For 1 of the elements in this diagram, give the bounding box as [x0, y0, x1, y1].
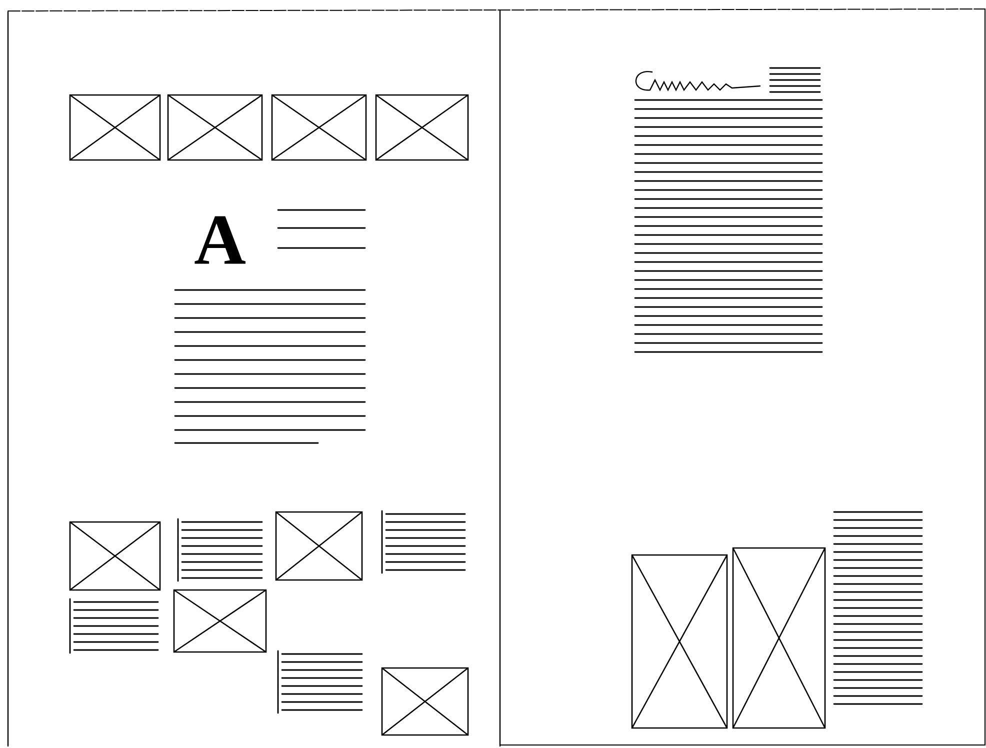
drop-cap-letter: A — [194, 216, 246, 264]
